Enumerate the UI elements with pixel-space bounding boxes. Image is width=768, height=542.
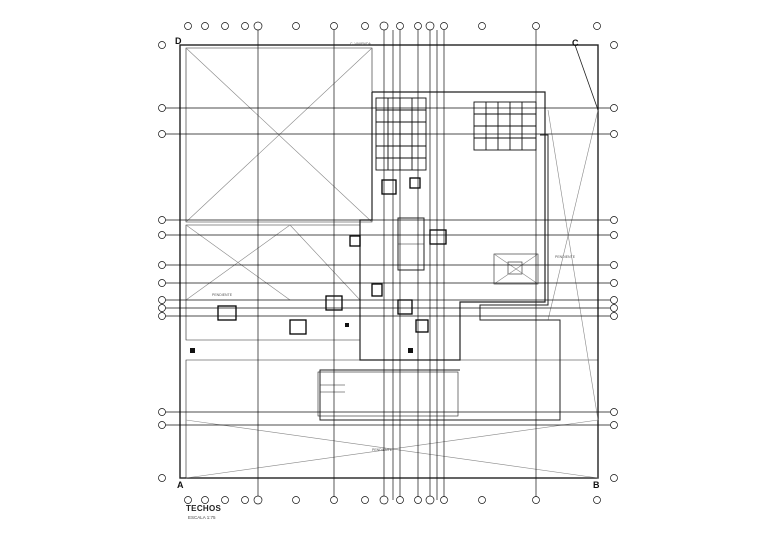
roof-hatch [493,253,539,285]
drawing-scale: ESCALA 1:75 [188,515,216,520]
note-right: PENDIENTE [555,255,576,259]
grid-bubbles [158,21,618,505]
grid-lines-horizontal [165,107,612,426]
corner-label-c: C [572,38,579,48]
drawing-title: TECHOS [186,504,222,513]
note-bottom: PENDIENTE [372,448,393,452]
note-left: PENDIENTE [212,293,233,297]
corner-label-b: B [593,480,600,490]
note-top: C. VIVIENDA [350,42,371,46]
corner-label-d: D [175,36,182,46]
right-sloped-edge [574,44,599,478]
roof-equipment [217,177,447,335]
corner-label-a: A [177,480,184,490]
skylight-grid-right [473,101,537,151]
